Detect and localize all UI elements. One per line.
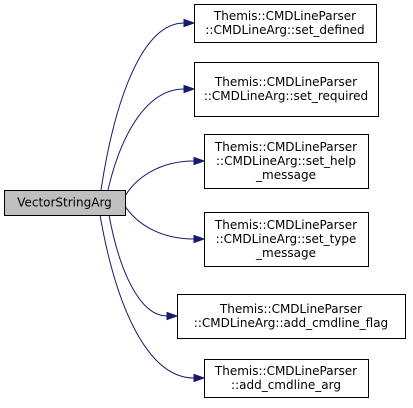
node-add-cmdline-flag-label-line: ::CMDLineArg::add_cmdline_flag (194, 316, 388, 330)
node-vector-string-arg-label-line: VectorStringArg (17, 196, 112, 210)
edge-to-set-required-arrowhead (183, 84, 196, 94)
edge-to-add-cmdline-flag-line (108, 214, 168, 317)
node-set-type-message-label-line: Themis::CMDLineParser (214, 218, 357, 232)
edge-to-add-cmdline-flag-arrowhead (166, 311, 179, 321)
node-set-defined[interactable]: Themis::CMDLineParser::CMDLineArg::set_d… (194, 4, 377, 43)
edge-to-add-cmdline-arg (99, 214, 206, 383)
node-add-cmdline-arg-box (204, 359, 369, 398)
node-set-type-message-label-line: ::CMDLineArg::set_type (216, 232, 357, 246)
node-set-required[interactable]: Themis::CMDLineParser::CMDLineArg::set_r… (194, 62, 379, 117)
node-add-cmdline-arg-label-line: ::add_cmdline_arg (231, 378, 341, 392)
node-add-cmdline-flag-box (177, 294, 406, 339)
node-vector-string-arg[interactable]: VectorStringArg (4, 190, 126, 216)
node-set-required-box (194, 62, 379, 117)
node-set-type-message-box (204, 212, 369, 267)
edge-to-set-type-message (124, 205, 206, 244)
edge-to-set-help-message-arrowhead (193, 156, 206, 166)
node-set-required-label-line: ::CMDLineArg::set_required (204, 89, 368, 103)
edges-layer (99, 18, 206, 383)
edge-to-add-cmdline-flag (108, 214, 179, 321)
edge-to-set-type-message-line (124, 205, 195, 240)
node-add-cmdline-arg[interactable]: Themis::CMDLineParser::add_cmdline_arg (204, 359, 369, 398)
edge-to-set-required (107, 84, 196, 191)
node-set-help-message-label-line: _message (255, 168, 316, 182)
node-set-defined-label-line: ::CMDLineArg::set_defined (205, 23, 364, 37)
node-add-cmdline-flag-label-line: Themis::CMDLineParser (219, 302, 362, 316)
node-vector-string-arg-box (4, 190, 126, 216)
edge-to-set-help-message (124, 156, 206, 197)
node-set-help-message-label-line: Themis::CMDLineParser (214, 140, 357, 154)
node-add-cmdline-flag[interactable]: Themis::CMDLineParser::CMDLineArg::add_c… (177, 294, 406, 339)
edge-to-set-required-line (107, 88, 185, 191)
node-set-defined-label-line: Themis::CMDLineParser (213, 9, 356, 23)
node-add-cmdline-arg-label-line: Themis::CMDLineParser (214, 364, 357, 378)
node-set-help-message-box (204, 134, 369, 189)
edge-to-set-defined-arrowhead (183, 18, 196, 28)
edge-to-add-cmdline-arg-line (99, 214, 195, 379)
node-set-type-message[interactable]: Themis::CMDLineParser::CMDLineArg::set_t… (204, 212, 369, 267)
edge-to-add-cmdline-arg-arrowhead (193, 373, 206, 383)
nodes-layer: VectorStringArgThemis::CMDLineParser::CM… (4, 4, 406, 398)
edge-to-set-help-message-line (124, 160, 195, 197)
edge-to-set-type-message-arrowhead (193, 234, 206, 244)
node-set-type-message-label-line: _message (255, 246, 316, 260)
node-set-help-message-label-line: ::CMDLineArg::set_help (216, 154, 356, 168)
edge-to-set-defined-line (100, 22, 185, 191)
node-set-help-message[interactable]: Themis::CMDLineParser::CMDLineArg::set_h… (204, 134, 369, 189)
node-set-required-label-line: Themis::CMDLineParser (214, 75, 357, 89)
node-set-defined-box (194, 4, 377, 43)
edge-to-set-defined (100, 18, 196, 191)
